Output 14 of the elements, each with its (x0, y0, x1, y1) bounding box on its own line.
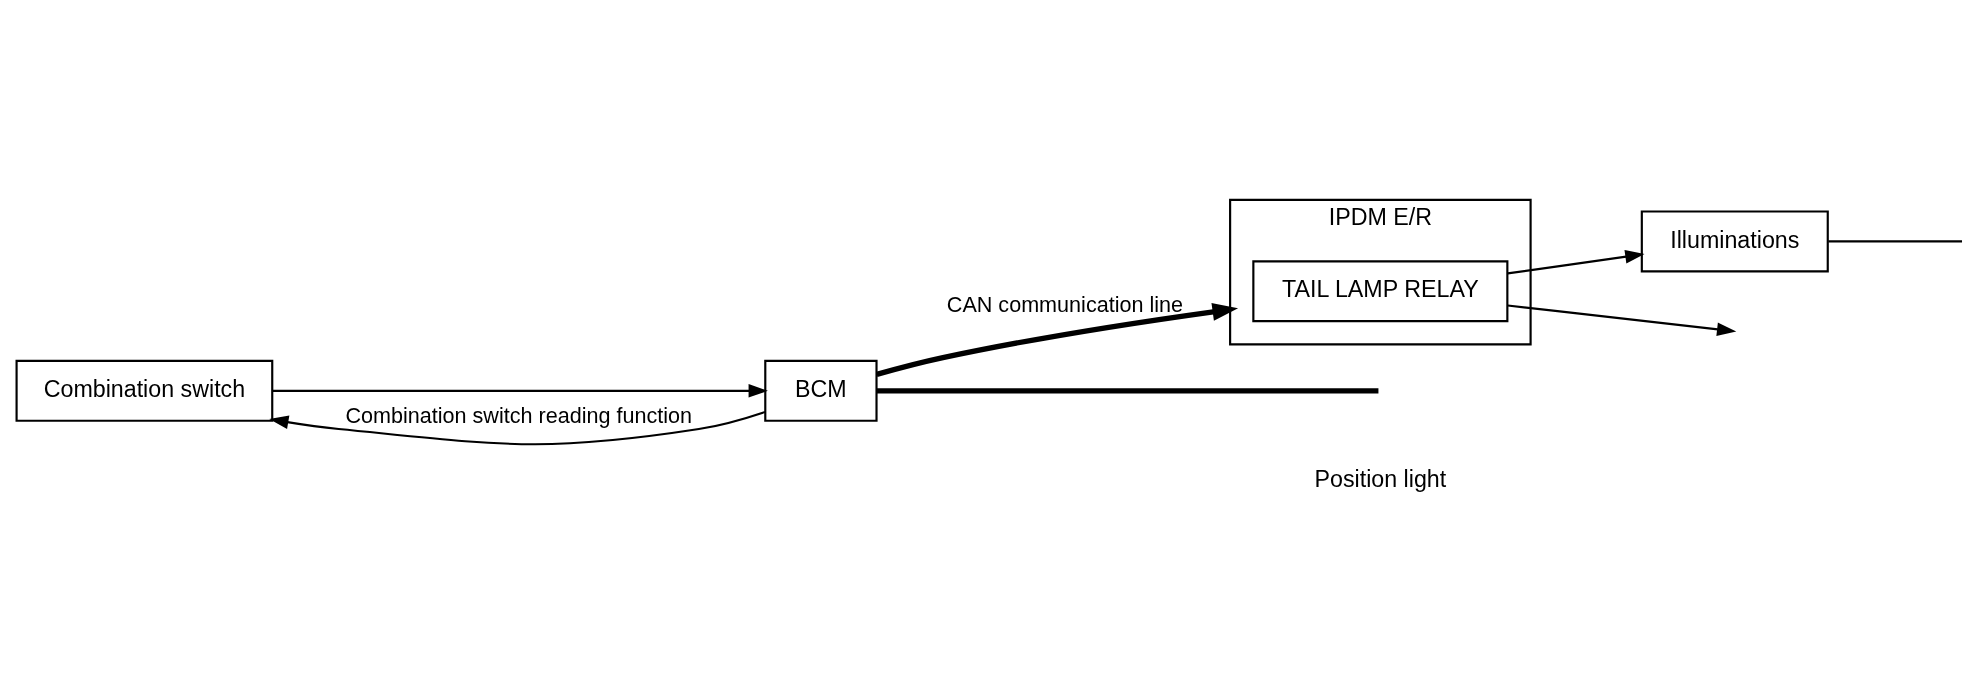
node-box: Illuminations (1640, 209, 1829, 272)
arrow (876, 302, 1239, 377)
connector (1828, 239, 1962, 242)
edge-label: Combination switch reading function (345, 402, 693, 428)
arrow (272, 383, 768, 398)
connector (876, 387, 1379, 393)
label: Position light (1314, 465, 1447, 492)
arrow (1507, 303, 1737, 336)
node-box: TAIL LAMP RELAY (1252, 259, 1509, 322)
node-box: BCM (764, 359, 878, 422)
edge-label: CAN communication line (946, 291, 1184, 317)
arrow (269, 410, 766, 445)
arrow (1507, 249, 1645, 274)
node-box: Combination switch (15, 359, 274, 422)
